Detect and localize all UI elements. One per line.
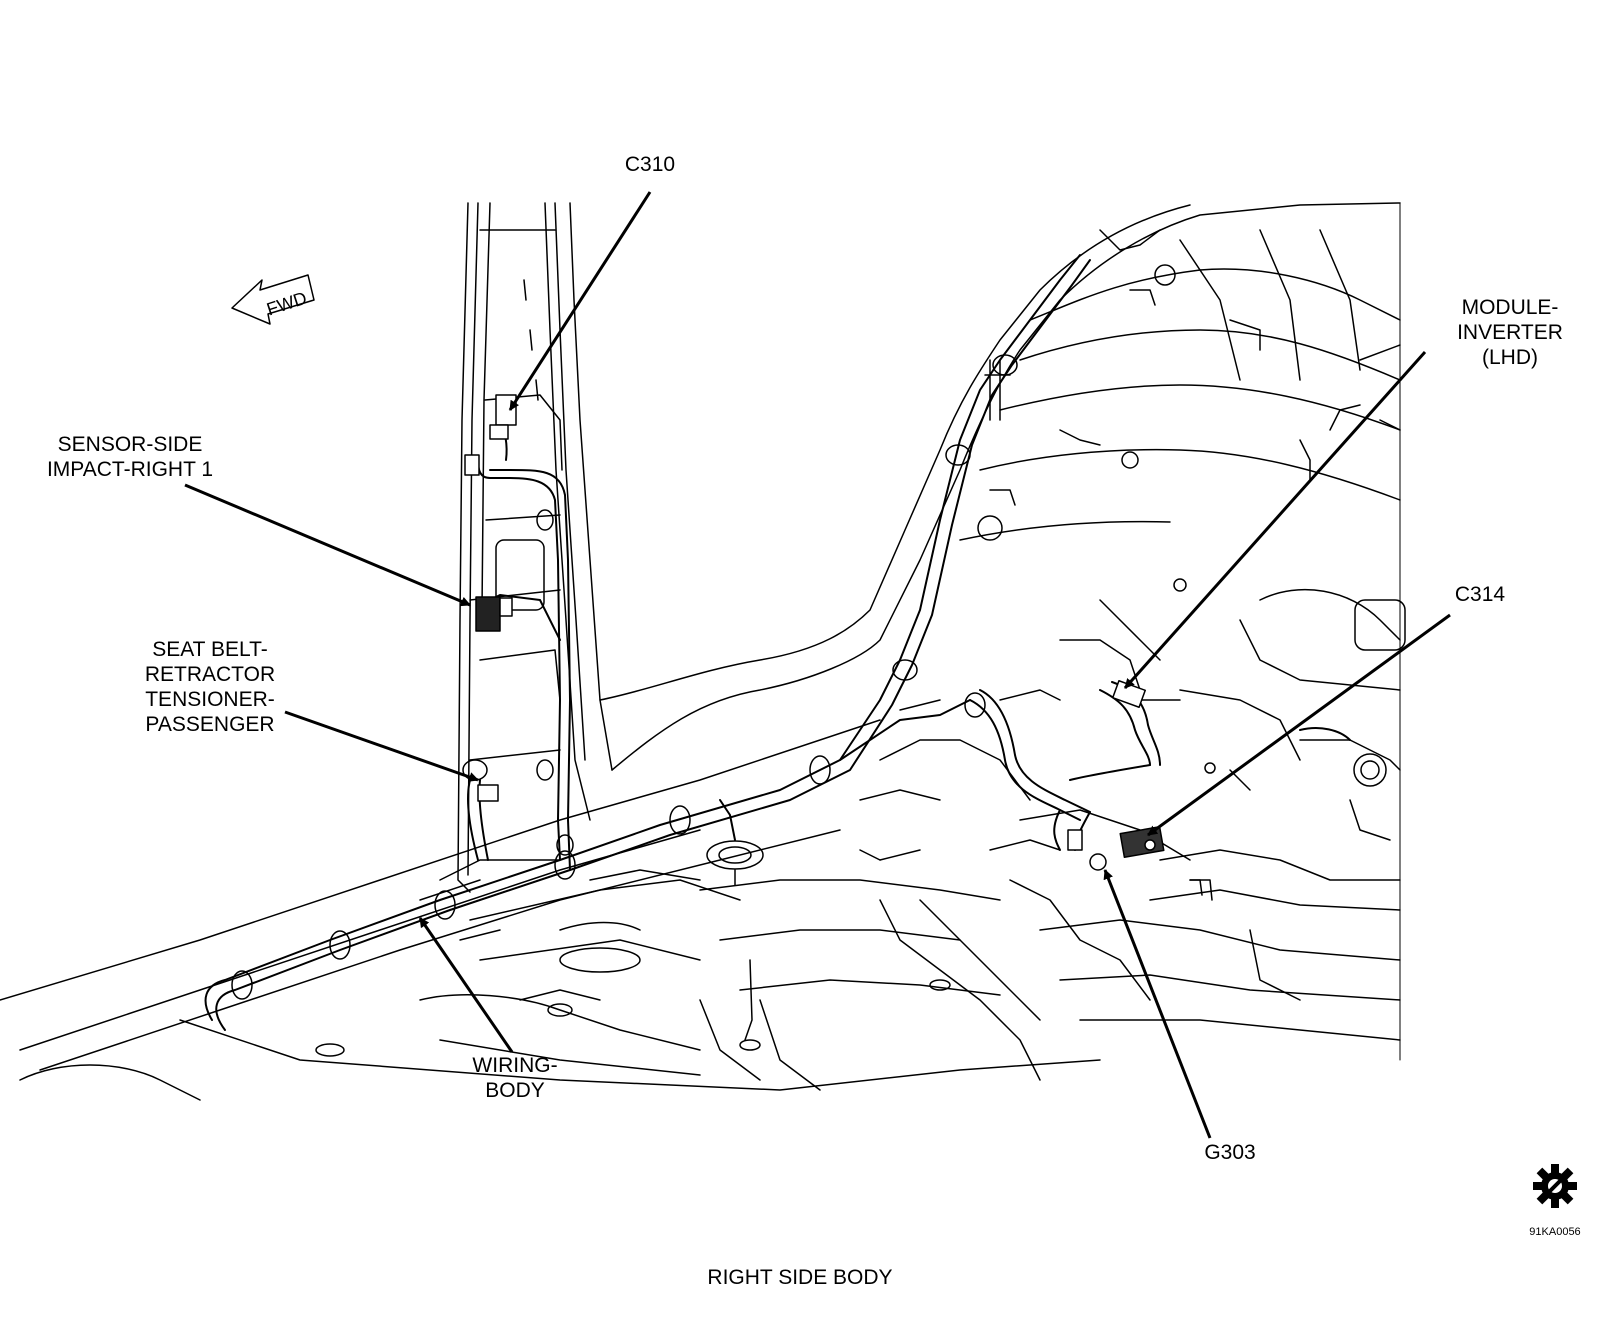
callout-line: (LHD) [1482, 346, 1538, 369]
harness-clips [231, 354, 1018, 1000]
wiring-harness [204, 254, 1351, 1031]
quarter-panel-arch [599, 202, 1401, 771]
rear-floor-pan [999, 439, 1406, 1041]
b-pillar [419, 202, 613, 901]
callout-g303-text: G303 [1204, 1141, 1256, 1164]
leader-seat-belt-retractor [284, 710, 479, 782]
callout-g303: G303 [1190, 1140, 1270, 1165]
callout-line: INVERTER [1457, 321, 1563, 344]
callout-c310-text: C310 [624, 153, 676, 176]
callout-line: MODULE- [1461, 296, 1559, 319]
callout-wiring-body: WIRING- BODY [460, 1053, 570, 1103]
diagram-caption: RIGHT SIDE BODY [707, 1266, 893, 1289]
callout-line: TENSIONER- [145, 688, 275, 711]
leader-c310 [508, 191, 652, 411]
floor-and-sill [0, 699, 1216, 1101]
callout-line: BODY [485, 1079, 545, 1102]
callout-c314: C314 [1440, 582, 1520, 607]
callout-line: RETRACTOR [144, 663, 276, 686]
leader-g303 [1103, 869, 1212, 1139]
leader-sensor-side-impact [184, 483, 471, 607]
callout-line: SEAT BELT- [152, 638, 268, 661]
leader-c314 [1147, 613, 1451, 837]
callout-line: SENSOR-SIDE [57, 433, 203, 456]
leader-wiring-body [418, 917, 514, 1053]
callout-line: WIRING- [472, 1054, 558, 1077]
callout-line: IMPACT-RIGHT 1 [46, 458, 214, 481]
callout-sensor-side-impact: SENSOR-SIDE IMPACT-RIGHT 1 [20, 432, 240, 482]
callout-seat-belt-retractor: SEAT BELT- RETRACTOR TENSIONER- PASSENGE… [120, 637, 300, 737]
callout-c314-text: C314 [1454, 583, 1506, 606]
fwd-label: FWD [264, 288, 309, 320]
fwd-arrow [231, 274, 315, 325]
callout-module-inverter: MODULE- INVERTER (LHD) [1440, 295, 1580, 370]
figure-id: 91KA0056 [1529, 1226, 1581, 1238]
callout-c310: C310 [605, 152, 695, 177]
callout-line: PASSENGER [145, 713, 275, 736]
gear-wrench-logo-icon [1533, 1164, 1577, 1208]
leader-module-inverter [1123, 351, 1427, 689]
